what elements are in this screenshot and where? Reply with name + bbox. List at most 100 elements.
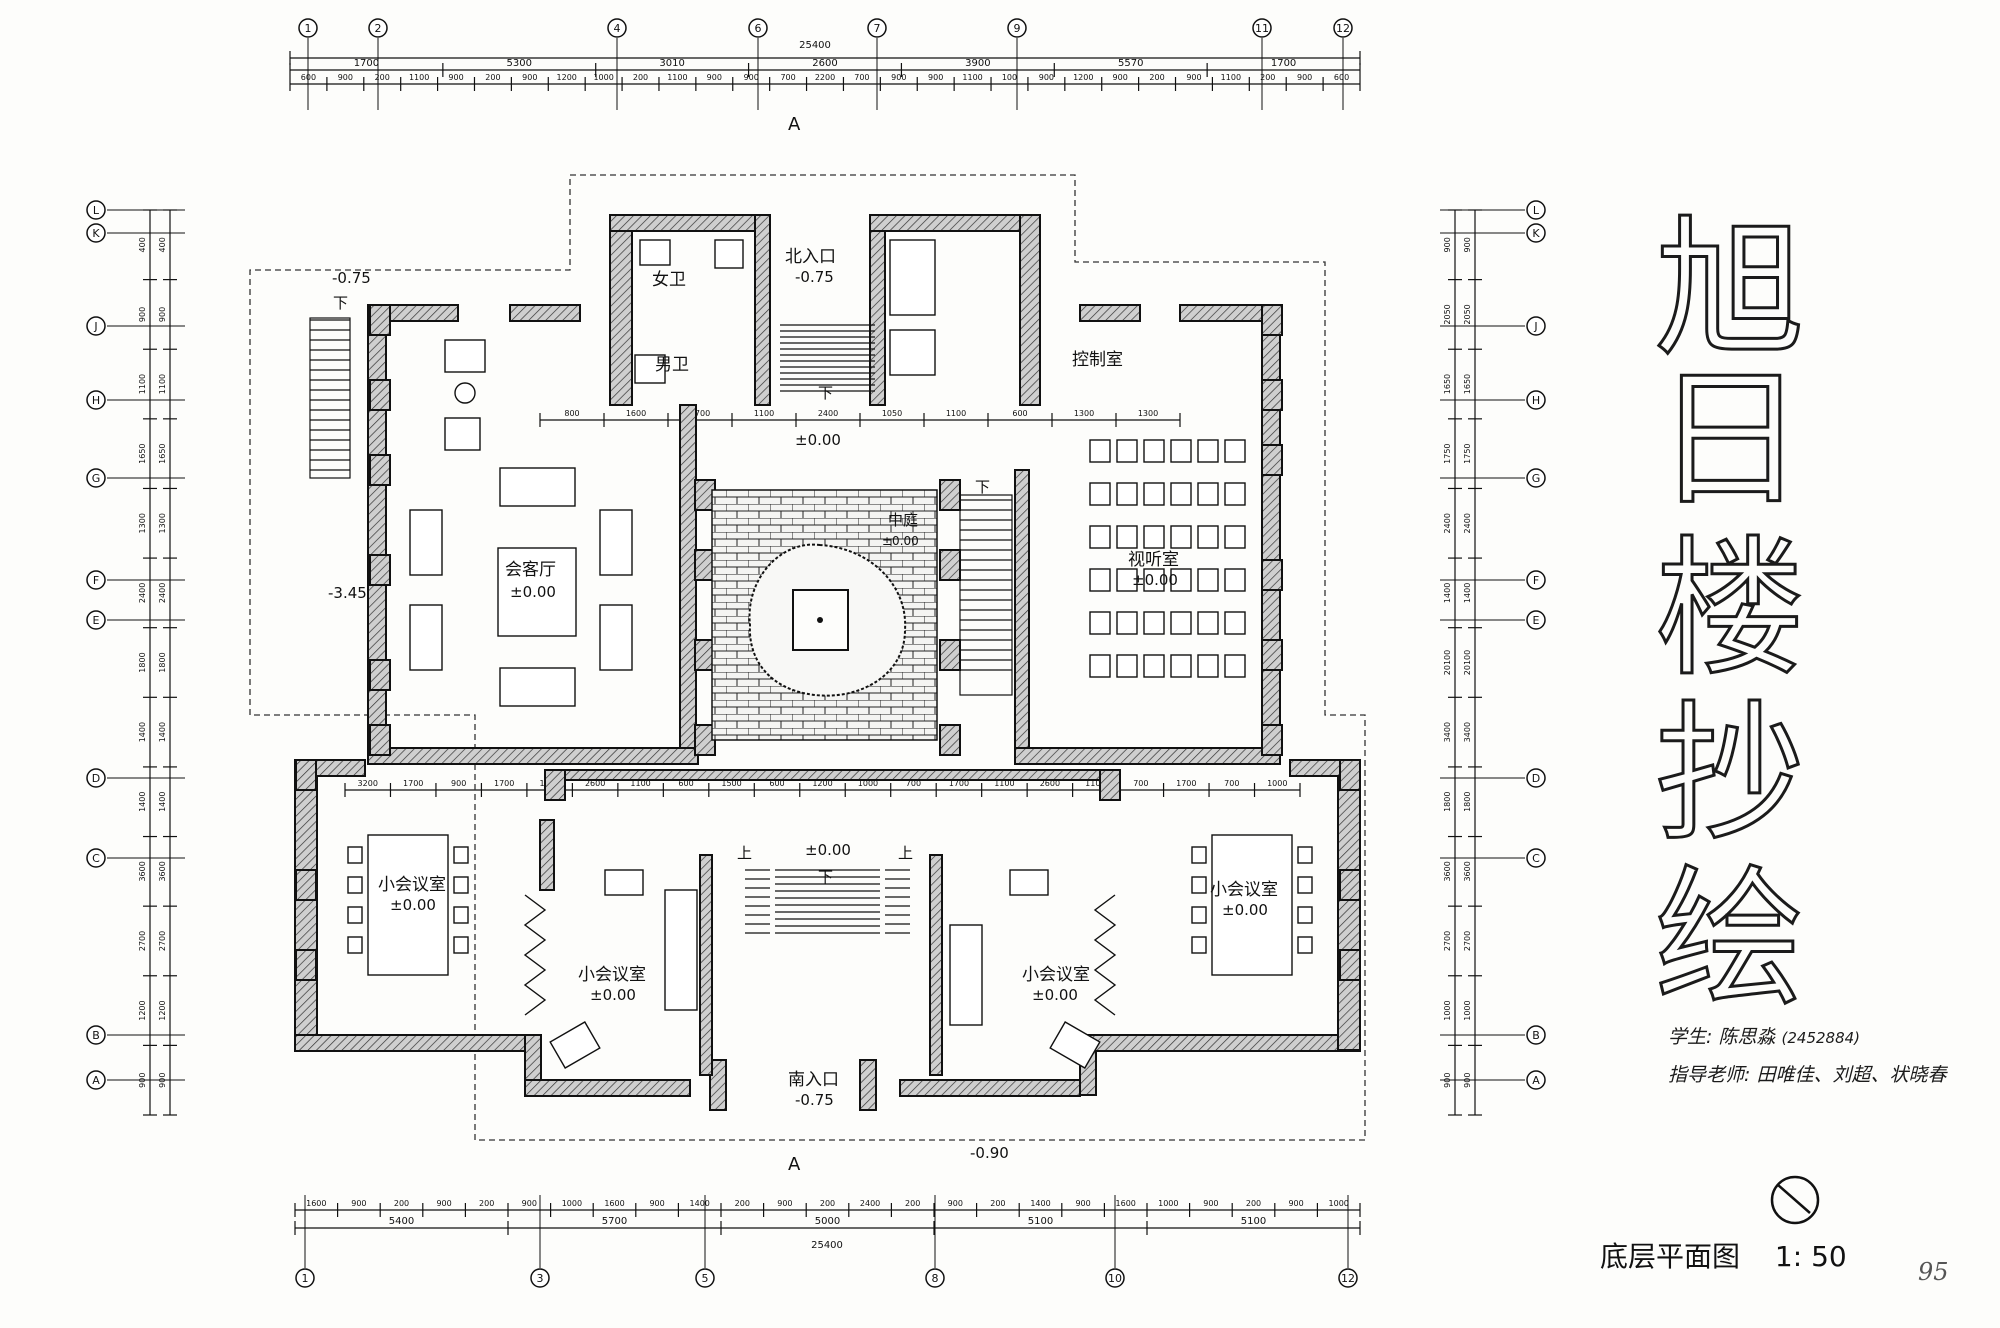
grid-bubble-top	[298, 18, 318, 38]
bottom-dim-row1-value: 200	[1246, 1199, 1261, 1208]
column	[369, 659, 391, 691]
right-dim-value: 1800	[1443, 792, 1452, 812]
chair	[347, 936, 363, 954]
inner-dim-south-value: 1500	[721, 779, 741, 788]
chair	[453, 876, 469, 894]
grid-bubble-top-label: 9	[1014, 22, 1021, 35]
left-dim-b-value: 3600	[158, 861, 167, 881]
grid-bubble-left-label: F	[93, 574, 99, 587]
armchair	[444, 339, 486, 373]
inner-dim-south-value: 1000	[858, 779, 878, 788]
chair	[1191, 906, 1207, 924]
inner-dim-north-value: 600	[1012, 409, 1027, 418]
grid-bubble-right	[1526, 468, 1546, 488]
room-labels: 北入口 -0.75 女卫 男卫 控制室 会客厅 ±0.00 中庭 ±0.00 视…	[328, 114, 1278, 1175]
bottom-dim-row1-value: 200	[394, 1199, 409, 1208]
left-dim-value: 900	[138, 307, 147, 322]
grid-bubble-left-label: E	[93, 614, 100, 627]
south-entry-level: -0.75	[795, 1091, 834, 1109]
left-dim-b-value: 900	[158, 307, 167, 322]
bottom-dim-row1-value: 200	[905, 1199, 920, 1208]
top-dim-row2-value: 900	[338, 73, 353, 82]
inner-dim-north-value: 1300	[1138, 409, 1158, 418]
column	[939, 639, 961, 671]
chair	[1191, 876, 1207, 894]
grid-bubble-top	[1333, 18, 1353, 38]
page-number: 95	[1918, 1258, 1949, 1286]
chair	[1297, 876, 1313, 894]
grid-bubble-right	[1526, 200, 1546, 220]
bottom-dim-row1-value: 900	[351, 1199, 366, 1208]
grid-bubble-right	[1526, 848, 1546, 868]
student-label: 学生:	[1668, 1026, 1713, 1048]
bottom-dim-row2-value: 5000	[815, 1216, 840, 1227]
top-total-value: 25400	[799, 40, 831, 51]
column	[939, 724, 961, 756]
right-dim-b-value: 1800	[1463, 792, 1472, 812]
dimension-lines: 2540017005300301026003900557017006009002…	[138, 40, 1482, 1251]
grid-bubble-left	[86, 848, 106, 868]
teacher-line: 指导老师: 田唯佳、刘超、状晓春	[1668, 1060, 1946, 1087]
top-dim-row2-value: 200	[1149, 73, 1164, 82]
av-room-label: 视听室	[1128, 550, 1179, 570]
inner-dim-north-value: 1700	[690, 409, 710, 418]
student-name: 陈思淼	[1718, 1026, 1776, 1048]
audience-seat	[1116, 525, 1138, 549]
column	[1339, 949, 1361, 981]
student-id: (2452884)	[1781, 1029, 1861, 1047]
meeting-room-label-e: 小会议室	[1210, 880, 1278, 900]
grid-bubble-left-label: K	[92, 227, 100, 240]
top-dim-row2-value: 900	[1039, 73, 1054, 82]
column	[369, 304, 391, 336]
bottom-dim-row1-value: 900	[436, 1199, 451, 1208]
top-dim-row2-value: 900	[744, 73, 759, 82]
bottom-dim-row1-value: 900	[1203, 1199, 1218, 1208]
elevator	[889, 239, 936, 316]
meeting-level-sw: ±0.00	[590, 986, 636, 1004]
chair	[347, 876, 363, 894]
top-dim-row2-value: 2200	[815, 73, 835, 82]
audience-seat	[1089, 482, 1111, 506]
audience-seat	[1170, 568, 1192, 592]
armchair	[549, 1021, 601, 1069]
sofa	[409, 509, 443, 576]
teacher-label: 指导老师:	[1668, 1064, 1751, 1086]
right-dim-value: 3600	[1443, 861, 1452, 881]
up-mark-se: 上	[898, 844, 913, 862]
chair	[1297, 906, 1313, 924]
title-char-4: 抄	[1653, 688, 1806, 862]
elevator-shaft	[889, 329, 936, 376]
left-dim-value: 1400	[138, 722, 147, 742]
meeting-level-e: ±0.00	[1222, 901, 1268, 919]
title-char-5: 绘	[1653, 853, 1806, 1027]
grid-bubble-top-label: 12	[1336, 22, 1350, 35]
grid-bubble-left	[86, 223, 106, 243]
inner-dim-south-value: 1000	[1267, 779, 1287, 788]
left-dim-value: 1650	[138, 443, 147, 463]
grid-bubble-bottom	[1338, 1268, 1358, 1288]
grid-bubble-top-label: 4	[614, 22, 621, 35]
sofa	[599, 604, 633, 671]
audience-seat	[1197, 525, 1219, 549]
column	[369, 554, 391, 586]
wc-fixture	[714, 239, 744, 269]
right-dim-b-value: 2400	[1463, 513, 1472, 533]
top-dim-row2-value: 1100	[1221, 73, 1241, 82]
grid-bubble-top	[607, 18, 627, 38]
top-dim-row2-value: 900	[1186, 73, 1201, 82]
right-dim-b-value: 2050	[1463, 304, 1472, 324]
left-dim-b-value: 2700	[158, 931, 167, 951]
chair	[1191, 936, 1207, 954]
right-dim-b-value: 2700	[1463, 931, 1472, 951]
left-dim-value: 1200	[138, 1000, 147, 1020]
bottom-dim-row2-value: 5100	[1241, 1216, 1266, 1227]
inner-dim-south-value: 3200	[358, 779, 378, 788]
audience-seat	[1143, 482, 1165, 506]
top-dim-row2-value: 200	[1260, 73, 1275, 82]
bottom-dim-row1-value: 900	[1288, 1199, 1303, 1208]
grid-bubble-bottom-label: 1	[302, 1272, 309, 1285]
grid-bubble-right-label: E	[1533, 614, 1540, 627]
top-dim-row1-value: 5570	[1118, 58, 1143, 69]
left-dim-value: 400	[138, 237, 147, 252]
grid-bubble-left-label: A	[92, 1074, 100, 1087]
